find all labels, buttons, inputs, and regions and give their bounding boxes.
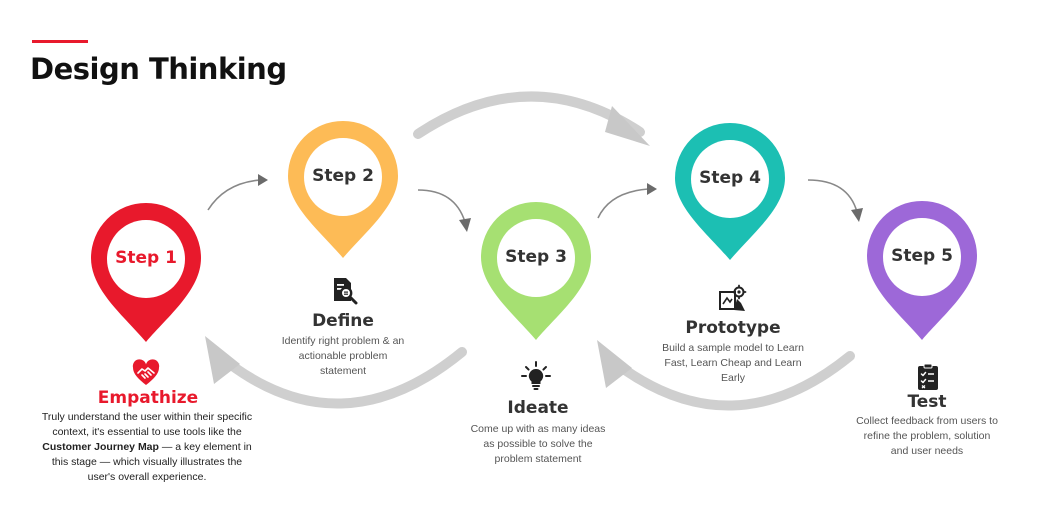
pin-step-1 (90, 202, 201, 342)
pin-hole (883, 218, 961, 296)
step-description-define: Identify right problem & an actionable p… (281, 335, 405, 377)
pin-label-step-4: Step 4 (699, 168, 761, 188)
pin-label-step-2: Step 2 (312, 166, 374, 186)
prototype-tool-icon (719, 284, 747, 311)
pin-label-step-3: Step 3 (505, 247, 567, 267)
big-arc-head-2-to-4 (605, 106, 650, 146)
small-arrow-3-to-4 (597, 188, 649, 219)
small-arrow-head-3-to-4 (647, 183, 657, 195)
pin-step-2 (288, 121, 398, 258)
pin-hole (304, 138, 382, 216)
big-arc-head-3-to-1 (205, 336, 240, 384)
page-title: Design Thinking (30, 52, 287, 86)
step-name-empathize: Empathize (97, 388, 199, 408)
step-description-ideate: Come up with as many ideas as possible t… (470, 423, 606, 465)
pin-label-step-1: Step 1 (115, 248, 177, 268)
checklist-icon (918, 363, 938, 390)
pin-hole (107, 220, 185, 298)
pin-hole (691, 140, 769, 218)
step-name-ideate: Ideate (507, 398, 569, 418)
big-arc-head-5-to-3 (597, 340, 632, 388)
small-arrow-head-1-to-2 (258, 174, 268, 186)
document-search-icon (334, 278, 358, 305)
title-accent-bar (32, 40, 88, 43)
pin-step-3 (481, 202, 591, 340)
pin-step-5 (867, 201, 977, 340)
step-description-empathize: Truly understand the user within their s… (41, 411, 253, 483)
pin-step-4 (675, 123, 785, 260)
lightbulb-icon (521, 361, 551, 390)
big-arc-3-to-1 (217, 347, 467, 409)
small-arrow-2-to-3 (417, 189, 466, 223)
step-name-prototype: Prototype (685, 318, 781, 338)
step-name-test: Test (907, 392, 947, 412)
step-description-test: Collect feedback from users to refine th… (856, 415, 998, 457)
big-arc-5-to-3 (609, 351, 855, 411)
highlight-customer-journey-map: Customer Journey Map (42, 441, 159, 453)
pin-label-step-5: Step 5 (891, 246, 953, 266)
small-arrow-4-to-5 (807, 179, 858, 213)
small-arrow-head-2-to-3 (459, 218, 471, 232)
heart-handshake-icon (132, 359, 160, 385)
step-name-define: Define (312, 311, 374, 331)
pin-hole (497, 219, 575, 297)
step-description-prototype: Build a sample model to Learn Fast, Lear… (662, 342, 804, 384)
small-arrow-head-4-to-5 (851, 208, 863, 222)
small-arrow-1-to-2 (207, 179, 261, 211)
